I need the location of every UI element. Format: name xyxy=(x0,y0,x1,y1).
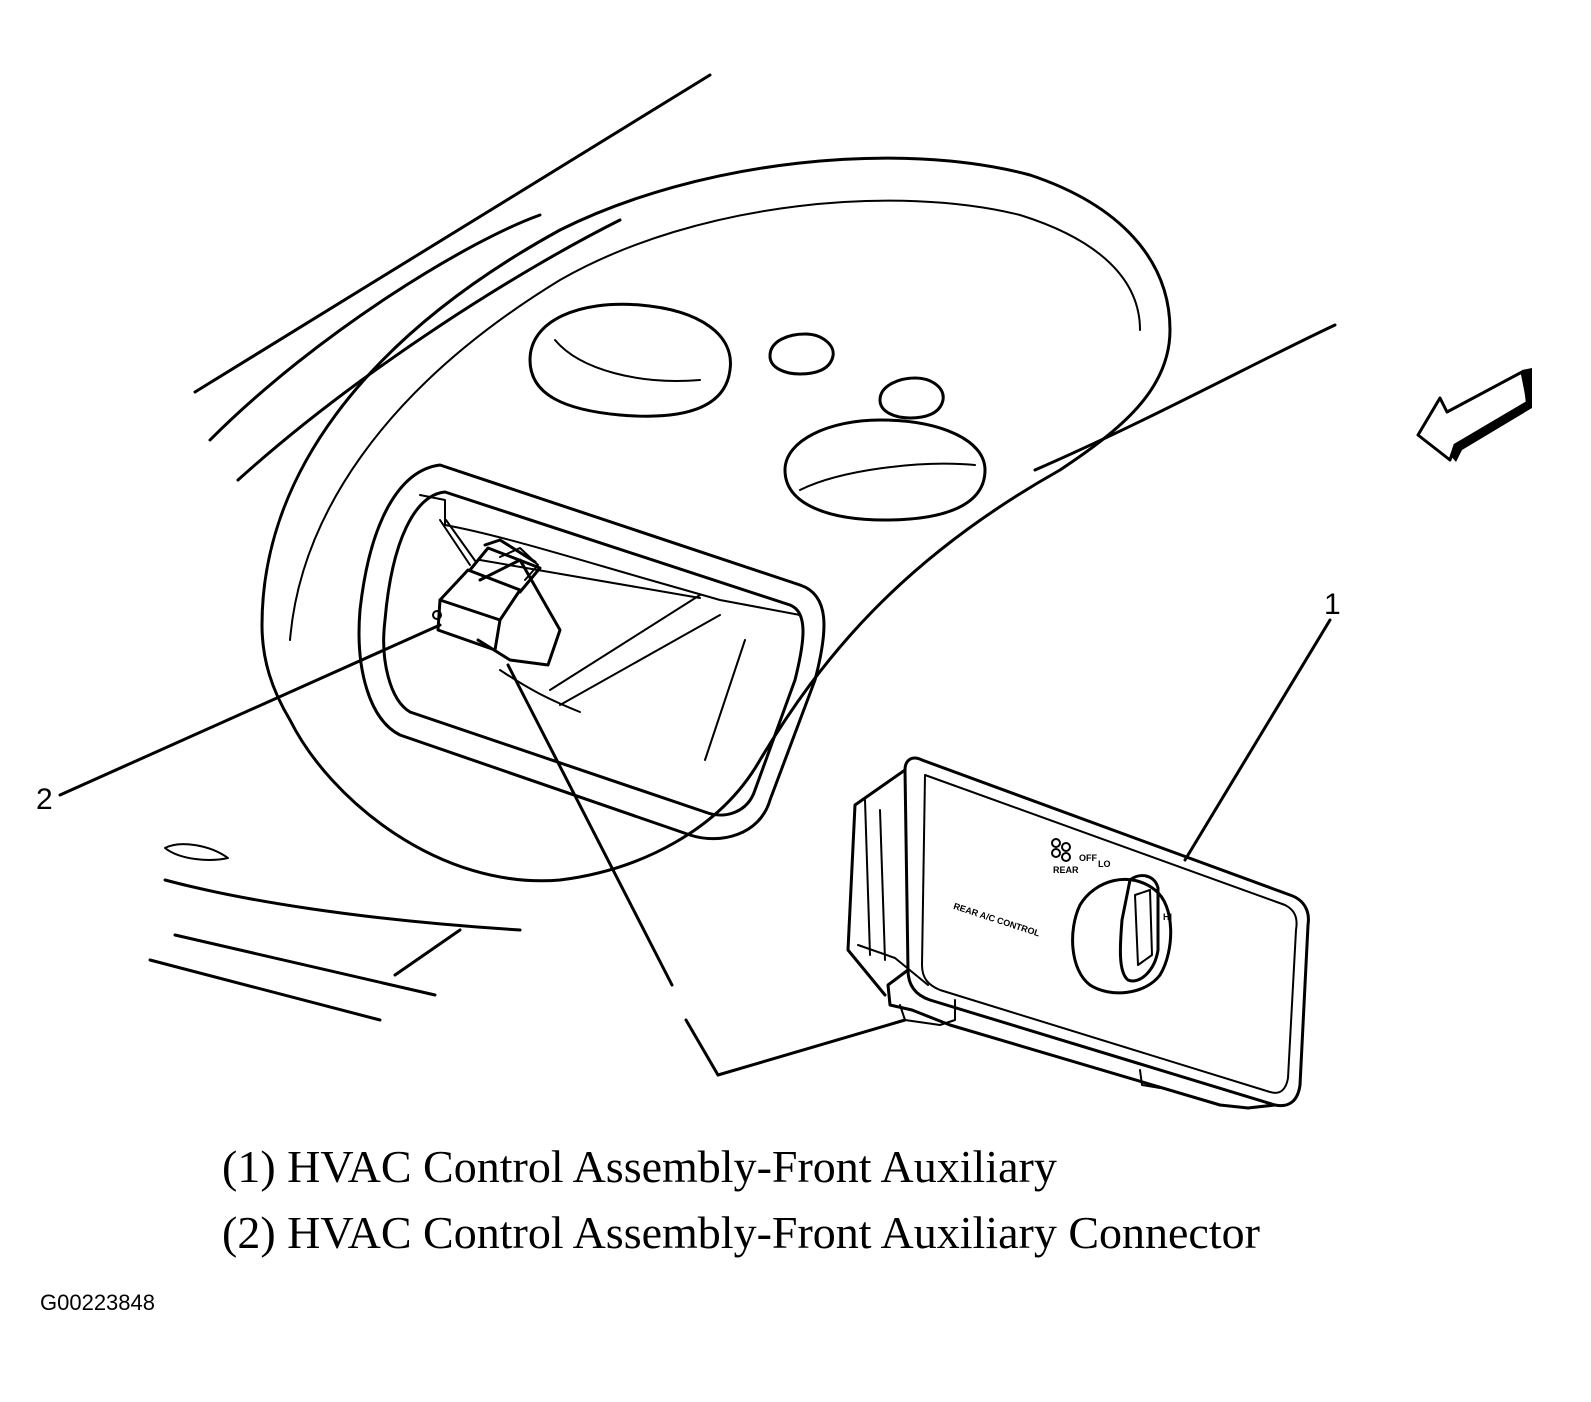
headliner-lines xyxy=(148,73,1337,1022)
legend-item-2: (2) HVAC Control Assembly-Front Auxiliar… xyxy=(222,1207,1260,1258)
overhead-console xyxy=(260,156,1172,883)
panel-label-hi: HI xyxy=(1163,912,1172,922)
callout-2: 2 xyxy=(36,783,53,816)
callout-1: 1 xyxy=(1324,588,1341,621)
figure-id: G00223848 xyxy=(40,1290,155,1315)
connector-2 xyxy=(432,519,562,667)
panel-label-rear: REAR xyxy=(1053,865,1079,875)
panel-label-lo: LO xyxy=(1098,859,1111,869)
hvac-control-assembly xyxy=(846,756,1310,1110)
legend-item-1: (1) HVAC Control Assembly-Front Auxiliar… xyxy=(222,1141,1057,1192)
direction-arrow-icon xyxy=(1416,368,1532,462)
control-opening xyxy=(357,463,826,841)
leader-lines xyxy=(58,618,1332,1077)
panel-label-off: OFF xyxy=(1079,853,1097,863)
